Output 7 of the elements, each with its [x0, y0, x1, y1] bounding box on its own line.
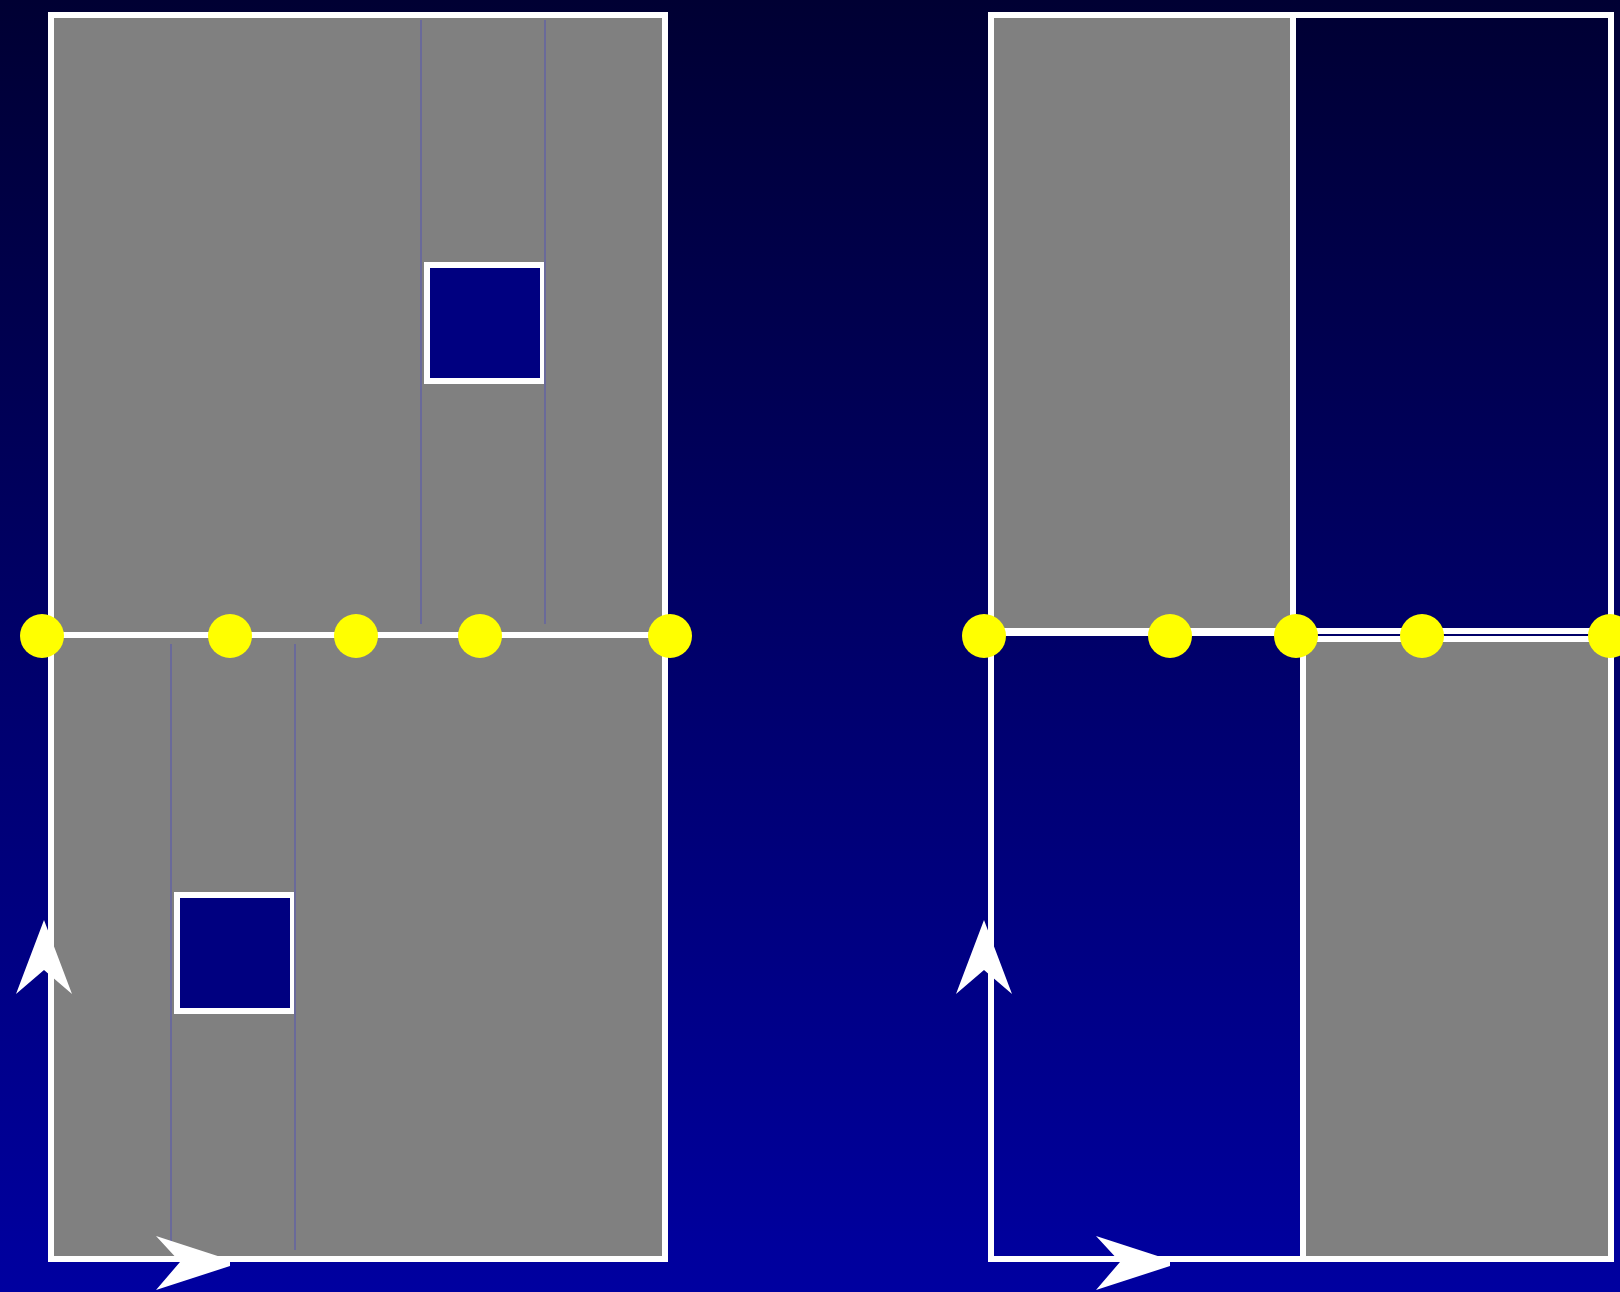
shaded-rectangle — [988, 12, 1296, 634]
outlined-rectangle — [1290, 12, 1614, 634]
shaded-rectangle — [1300, 636, 1614, 1262]
shaded-rectangle — [48, 632, 668, 1262]
square-window — [174, 892, 296, 1014]
shaded-rectangle — [48, 12, 668, 638]
square-window — [424, 262, 546, 384]
